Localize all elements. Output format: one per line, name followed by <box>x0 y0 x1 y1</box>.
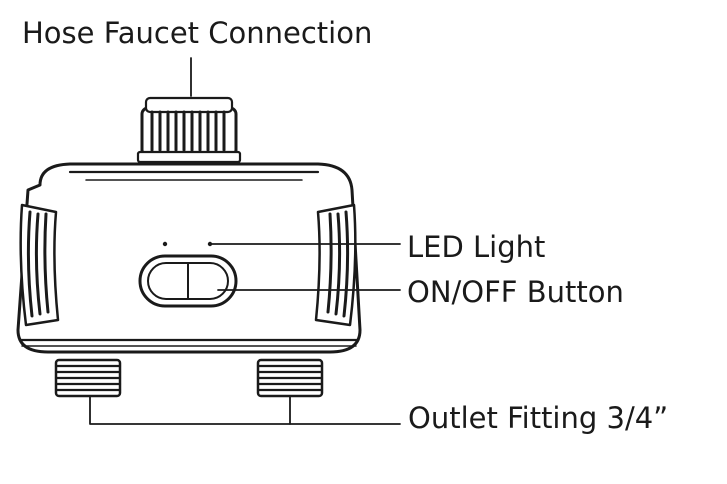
led-dot-left <box>162 241 168 247</box>
left-grip <box>19 203 60 327</box>
outlet-left <box>54 358 122 398</box>
right-grip <box>314 203 357 327</box>
leader-outlet-bracket <box>89 395 291 425</box>
label-on-off-button: ON/OFF Button <box>407 275 624 309</box>
label-hose-faucet-connection: Hose Faucet Connection <box>22 16 373 50</box>
on-off-button-shape <box>138 254 238 308</box>
faucet-connector <box>136 96 242 164</box>
outlet-right <box>256 358 324 398</box>
label-outlet-fitting: Outlet Fitting 3/4” <box>408 401 669 435</box>
label-led-light: LED Light <box>407 230 546 264</box>
